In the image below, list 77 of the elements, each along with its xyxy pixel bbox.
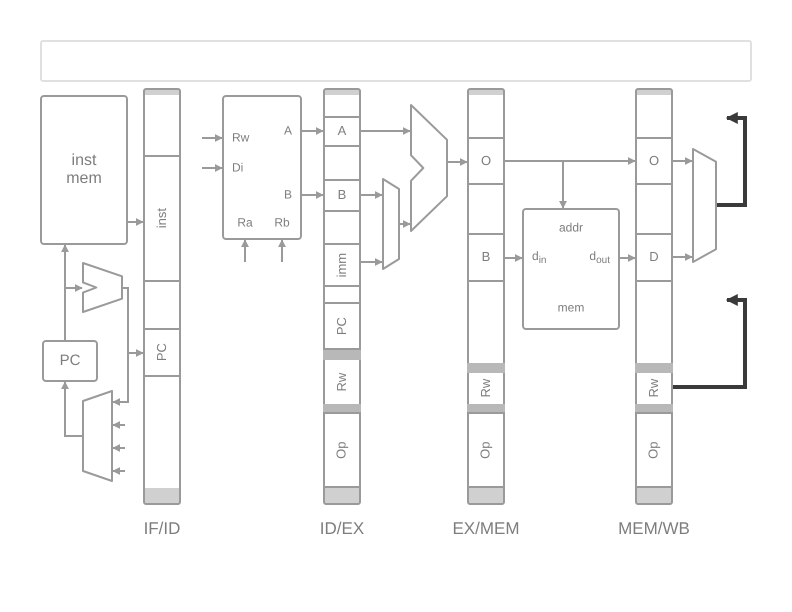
register-field — [143, 328, 181, 377]
arrow — [673, 157, 693, 165]
register-field — [323, 302, 361, 350]
memory-box — [40, 95, 128, 245]
register-field — [467, 363, 505, 412]
port-label: Rb — [274, 216, 290, 230]
arrow — [361, 258, 383, 266]
arrow — [61, 381, 82, 437]
port-label: Di — [232, 161, 244, 175]
field-label: A — [338, 124, 346, 139]
port-label: A — [284, 124, 292, 138]
register-field — [323, 179, 361, 212]
port-label: d$_{in}$ — [532, 250, 546, 266]
field-label: B — [338, 188, 346, 203]
field-label: imm — [334, 252, 350, 278]
arrow — [361, 191, 383, 199]
port-label: d$_{out}$ — [589, 250, 610, 266]
memory-label: inst mem — [65, 152, 103, 188]
arrow — [505, 254, 523, 262]
arrow — [112, 421, 125, 429]
register-field — [143, 155, 181, 282]
register-file-box — [222, 95, 302, 240]
arrow — [112, 287, 129, 406]
field-label: Rw — [334, 372, 350, 392]
register-field — [467, 137, 505, 185]
register-label: PC — [60, 352, 80, 370]
field-label: O — [480, 154, 492, 168]
register-label: MEM/WB — [618, 520, 690, 539]
register-field — [323, 412, 361, 488]
arrow — [448, 158, 468, 166]
arrow — [112, 444, 125, 452]
field-label: B — [482, 250, 490, 265]
field-label: O — [648, 154, 660, 168]
register-field — [635, 137, 673, 185]
field-label: PC — [334, 316, 350, 336]
field-label: Op — [478, 441, 494, 459]
arrow — [400, 220, 411, 228]
arrow — [673, 253, 693, 261]
register-field — [635, 233, 673, 282]
field-label: Rw — [646, 379, 662, 398]
arrow — [673, 294, 747, 389]
arrow — [302, 191, 324, 199]
field-label: PC — [154, 343, 170, 362]
register-field — [467, 412, 505, 488]
field-label: D — [649, 250, 659, 265]
arrow — [620, 254, 636, 262]
arrow — [64, 284, 83, 340]
register-field — [635, 412, 673, 488]
port-label: Ra — [237, 216, 253, 230]
port-label: Rw — [232, 131, 250, 145]
memory-label: mem — [558, 301, 584, 315]
arrow — [505, 160, 567, 209]
arrow — [717, 112, 747, 207]
field-label: Rw — [478, 379, 494, 398]
register-field — [323, 350, 361, 412]
arrow — [202, 164, 223, 172]
register-label: EX/MEM — [452, 520, 520, 539]
arrow — [241, 239, 249, 262]
arrow — [112, 467, 125, 475]
arrow — [302, 127, 324, 135]
arrow — [278, 239, 286, 262]
register-box — [42, 340, 98, 382]
field-label: Op — [646, 441, 662, 459]
register-field — [635, 363, 673, 412]
arrow — [202, 134, 223, 142]
register-label: IF/ID — [144, 520, 180, 539]
register-field — [467, 233, 505, 282]
memory-box — [522, 208, 620, 330]
register-field — [323, 243, 361, 287]
field-label: inst — [154, 208, 170, 229]
arrow — [361, 127, 411, 135]
register-field — [323, 116, 361, 147]
arrow — [128, 218, 144, 226]
register-label: ID/EX — [320, 520, 364, 539]
port-label: B — [284, 188, 292, 202]
port-label: addr — [558, 221, 584, 235]
field-label: Op — [334, 441, 350, 459]
